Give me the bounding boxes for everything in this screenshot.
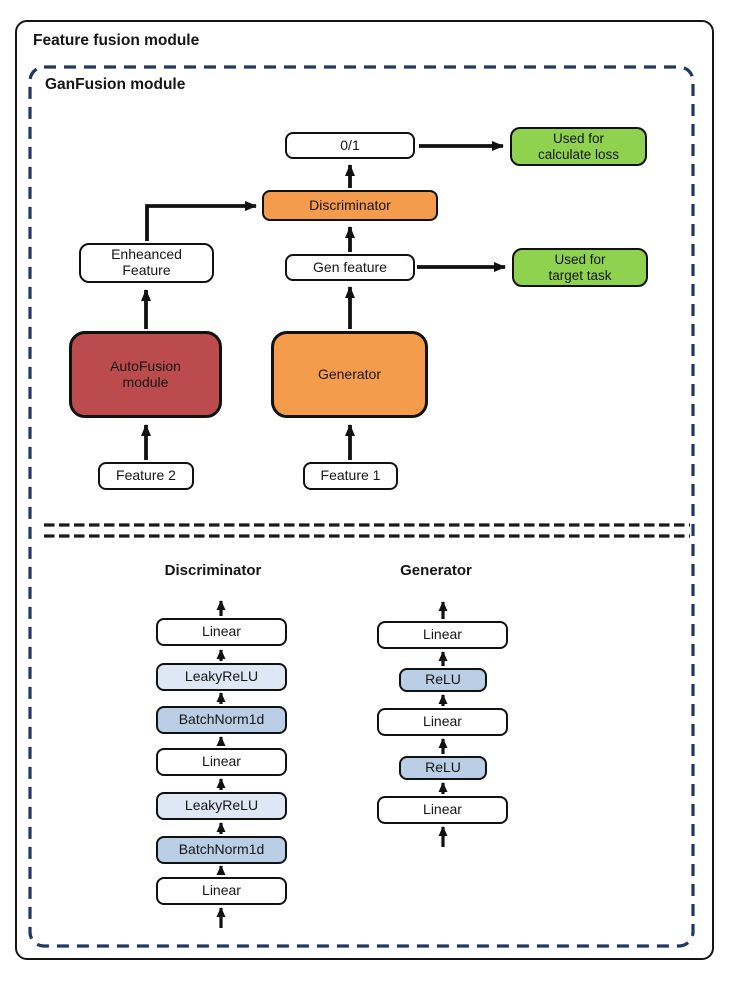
discriminator-box: Discriminator — [262, 190, 438, 221]
disc-layer-linear-3: Linear — [156, 877, 287, 905]
gen-layer-linear-3: Linear — [377, 796, 508, 824]
disc-layer-leakyrelu-2: LeakyReLU — [156, 792, 287, 820]
feature-fusion-module-title: Feature fusion module — [33, 32, 200, 49]
gen-layer-linear-2: Linear — [377, 708, 508, 736]
autofusion-module-box: AutoFusion module — [69, 331, 222, 418]
gen-layer-relu-2: ReLU — [399, 756, 487, 780]
discriminator-column-title: Discriminator — [164, 562, 262, 579]
disc-layer-batchnorm-1: BatchNorm1d — [156, 706, 287, 734]
disc-layer-linear-2: Linear — [156, 748, 287, 776]
disc-layer-linear-1: Linear — [156, 618, 287, 646]
disc-layer-leakyrelu-1: LeakyReLU — [156, 663, 287, 691]
disc-layer-batchnorm-2: BatchNorm1d — [156, 836, 287, 864]
feature-2-box: Feature 2 — [98, 462, 194, 490]
used-for-calculate-loss-box: Used for calculate loss — [510, 127, 647, 166]
gen-layer-relu-1: ReLU — [399, 668, 487, 692]
output-0-1-box: 0/1 — [285, 132, 415, 159]
ganfusion-module-title: GanFusion module — [45, 76, 186, 93]
gen-feature-box: Gen feature — [285, 254, 415, 281]
feature-1-box: Feature 1 — [303, 462, 398, 490]
gen-layer-linear-1: Linear — [377, 621, 508, 649]
used-for-target-task-box: Used for target task — [512, 248, 648, 287]
generator-box: Generator — [271, 331, 428, 418]
generator-column-title: Generator — [400, 562, 472, 579]
enhanced-feature-box: Enheanced Feature — [79, 243, 214, 283]
